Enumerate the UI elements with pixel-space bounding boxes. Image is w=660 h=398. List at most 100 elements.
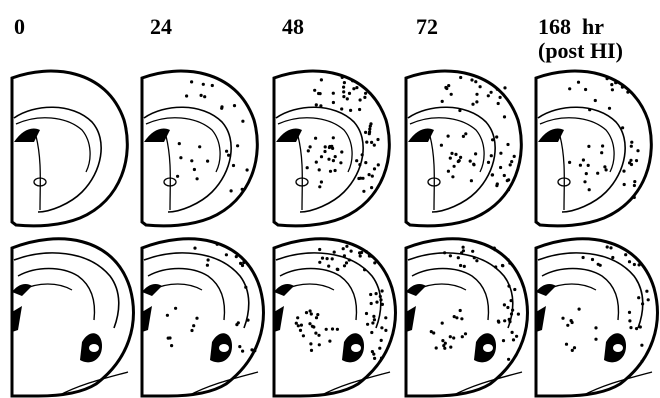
lesion-dot	[250, 348, 253, 351]
lesion-dot	[453, 315, 456, 318]
lesion-dot	[241, 188, 244, 191]
lesion-dot	[475, 100, 478, 103]
lesion-dot	[206, 160, 209, 163]
lesion-dot	[358, 163, 361, 166]
lesion-dot	[440, 144, 443, 147]
lesion-dot	[309, 342, 312, 345]
lesion-dot	[450, 93, 453, 96]
lesion-dot	[211, 84, 214, 87]
lesion-dot	[368, 132, 371, 135]
lesion-dot	[623, 183, 626, 186]
lesion-dot	[195, 317, 198, 320]
lesion-dot	[587, 145, 590, 148]
lesion-dot	[381, 303, 384, 306]
lesion-dot	[517, 313, 520, 316]
lesion-dot	[302, 334, 305, 337]
lesion-dot	[370, 331, 373, 334]
lesion-dot	[470, 179, 473, 182]
lesion-dot	[458, 159, 461, 162]
lesion-dot	[193, 168, 196, 171]
lesion-dot	[628, 319, 631, 322]
lesion-dot	[230, 189, 233, 192]
lesion-dot	[636, 149, 639, 152]
lesion-dot	[296, 316, 299, 319]
lesion-dot	[639, 325, 642, 328]
lesion-dot	[345, 245, 348, 248]
lesion-dot	[206, 264, 209, 267]
lesion-dot	[507, 358, 510, 361]
lesion-dot	[346, 97, 349, 100]
lesion-dot	[233, 104, 236, 107]
lesion-dot	[587, 164, 590, 167]
lesion-dot	[364, 131, 367, 134]
lesion-dot	[235, 255, 238, 258]
lesion-dot	[460, 251, 463, 254]
lesion-dot	[375, 301, 378, 304]
lesion-dot	[324, 145, 327, 148]
lesion-dot	[510, 299, 513, 302]
lesion-dot	[299, 329, 302, 332]
lesion-dot	[202, 83, 205, 86]
lesion-dot	[630, 141, 633, 144]
lesion-dot	[583, 180, 586, 183]
lesion-dot	[310, 312, 313, 315]
lesion-dot	[471, 103, 474, 106]
lesion-dot	[167, 337, 170, 340]
lesion-dot	[340, 150, 343, 153]
brain-section-bottom-0h	[12, 239, 133, 396]
lesion-dot	[336, 268, 339, 271]
lesion-dot	[237, 321, 240, 324]
lesion-dot	[621, 86, 624, 89]
lesion-dot	[462, 246, 465, 249]
lesion-dot	[241, 120, 244, 123]
lesion-dot	[350, 250, 353, 253]
lesion-dot	[361, 177, 364, 180]
lesion-dot	[310, 349, 313, 352]
lesion-dot	[594, 99, 597, 102]
lesion-dot	[331, 257, 334, 260]
time-label-0: 0	[14, 14, 25, 39]
lesion-dot	[339, 161, 342, 164]
lesion-dot	[332, 101, 335, 104]
lesion-dot	[452, 336, 455, 339]
lesion-dot	[464, 332, 467, 335]
lesion-dot	[371, 175, 374, 178]
lesion-dot	[318, 168, 321, 171]
lesion-dot	[358, 108, 361, 111]
lesion-dot	[325, 328, 328, 331]
lesion-dot	[336, 328, 339, 331]
lesion-dot	[317, 92, 320, 95]
lesion-dot	[190, 329, 193, 332]
lesion-dot	[475, 259, 478, 262]
lesion-dot	[358, 251, 361, 254]
time-label-168: 168 hr	[538, 14, 604, 39]
lesion-dot	[459, 309, 462, 312]
lesion-dot	[244, 286, 247, 289]
lesion-dot	[317, 334, 320, 337]
lesion-dot	[377, 163, 380, 166]
lesion-dot	[343, 81, 346, 84]
lesion-dot	[348, 258, 351, 261]
lesion-dot	[588, 188, 591, 191]
lesion-dot	[460, 317, 463, 320]
lesion-dot	[366, 323, 369, 326]
lesion-dot	[515, 335, 518, 338]
lesion-dot	[332, 136, 335, 139]
lesion-dot	[637, 296, 640, 299]
lesion-dot	[318, 185, 321, 188]
lesion-dot	[459, 264, 462, 267]
lesion-dot	[513, 155, 516, 158]
lesion-dot	[297, 324, 300, 327]
lesion-dot	[513, 288, 516, 291]
lesion-dot	[361, 153, 364, 156]
lesion-dot	[174, 307, 177, 310]
lesion-dot	[511, 331, 514, 334]
brain-section-top-48h	[274, 71, 389, 226]
lesion-dot	[629, 326, 632, 329]
lesion-dot	[473, 256, 476, 259]
lesion-dot	[318, 261, 321, 264]
lesion-dot	[368, 173, 371, 176]
lesion-dot	[495, 184, 498, 187]
lesion-dot	[379, 295, 382, 298]
lesion-dot	[216, 243, 219, 246]
